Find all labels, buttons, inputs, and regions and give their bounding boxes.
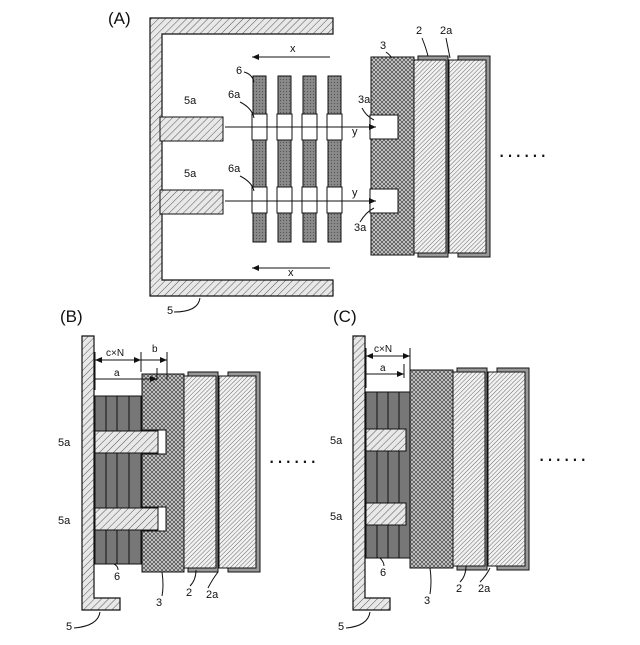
label-5a-lower: 5a [184, 168, 197, 180]
projection-5a-c-lower [366, 503, 406, 525]
label-3-c: 3 [424, 595, 430, 607]
panel-b-label: (B) [60, 307, 83, 326]
label-2a-a: 2a [440, 25, 453, 37]
label-y-lower: y [352, 187, 358, 199]
panel-a: (A) 5a 5a 6 6a 6a [108, 9, 548, 317]
continuation-b: ······ [268, 448, 318, 473]
label-5-b: 5 [66, 621, 72, 633]
panel-a-label: (A) [108, 9, 131, 28]
label-5a-c-upper: 5a [330, 435, 343, 447]
label-2a-c: 2a [478, 583, 491, 595]
label-6a-lower: 6a [228, 163, 241, 175]
cell-stack-c [453, 368, 529, 570]
panel-c-label: (C) [333, 307, 357, 326]
label-5a-upper: 5a [184, 95, 197, 107]
spacer-group-6 [252, 76, 342, 242]
label-5a-c-lower: 5a [330, 511, 343, 523]
label-5-c: 5 [338, 621, 344, 633]
label-3-b: 3 [156, 597, 162, 609]
panel-b: (B) 5a 5a ······ [58, 307, 318, 633]
label-3a-upper: 3a [358, 94, 371, 106]
label-2-c: 2 [456, 583, 462, 595]
label-5-a: 5 [167, 305, 173, 317]
label-6-a: 6 [236, 65, 242, 77]
continuation-c: ······ [538, 446, 588, 471]
cell-stack-b [184, 372, 260, 572]
projection-5a-c-upper [366, 429, 406, 451]
label-2-b: 2 [186, 587, 192, 599]
dim-b: b [152, 344, 158, 355]
label-x-top: x [290, 43, 296, 55]
spacer-stack-6-c [366, 392, 410, 558]
panel-c: (C) 5a 5a ······ c×N a [330, 307, 588, 633]
end-plate-3-b [142, 374, 184, 572]
label-x-bottom: x [288, 267, 294, 279]
projection-5a-lower [160, 190, 223, 214]
projection-5a-b-lower [95, 508, 158, 530]
dim-cn-b: c×N [106, 348, 124, 359]
label-6a-upper: 6a [228, 89, 241, 101]
end-plate-3-a [371, 57, 414, 255]
label-y-upper: y [352, 126, 358, 138]
label-2a-b: 2a [206, 589, 219, 601]
label-5a-b-upper: 5a [58, 437, 71, 449]
dim-a-b: a [114, 368, 120, 379]
projection-5a-b-upper [95, 431, 158, 453]
spacer-stack-6-b [95, 396, 141, 564]
label-5a-b-lower: 5a [58, 515, 71, 527]
label-6-b: 6 [114, 571, 120, 583]
cell-stack-a [414, 56, 490, 257]
label-3a-lower: 3a [354, 222, 367, 234]
label-2-a: 2 [416, 25, 422, 37]
label-6-c: 6 [380, 567, 386, 579]
dim-a-c: a [380, 363, 386, 374]
continuation-a: ······ [498, 142, 548, 167]
projection-5a-upper [160, 117, 223, 141]
end-plate-3-c [410, 370, 453, 568]
dim-cn-c: c×N [374, 344, 392, 355]
label-3-a: 3 [380, 40, 386, 52]
